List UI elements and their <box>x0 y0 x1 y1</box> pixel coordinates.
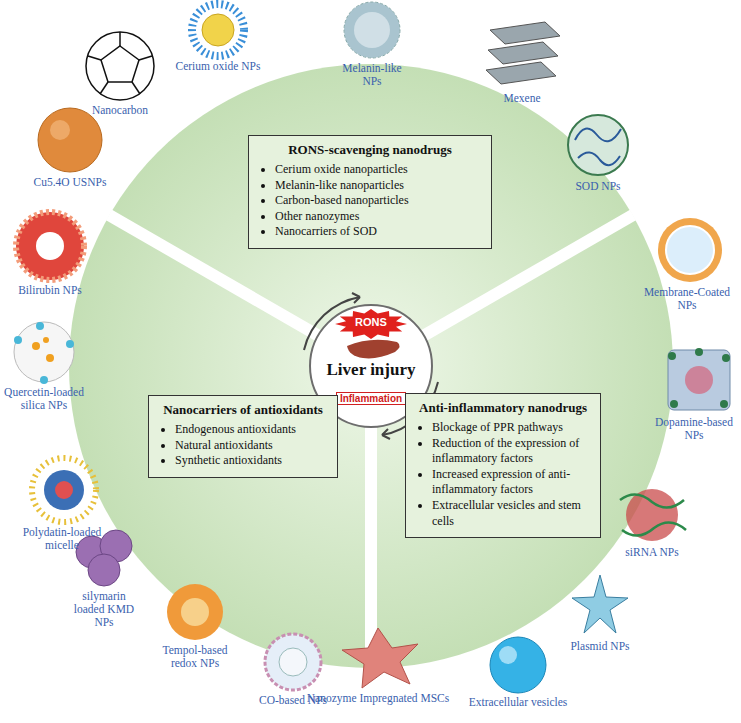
item-label: Mexene <box>503 92 540 105</box>
bullet-item: Extracellular vesicles and stem cells <box>432 498 592 529</box>
item-label: siRNA NPs <box>625 546 678 559</box>
item-label: Polydatin-loaded micelle <box>20 526 104 552</box>
bullet-item: Nanocarriers of SOD <box>275 224 483 240</box>
bullet-item: Increased expression of anti-inflammator… <box>432 467 592 498</box>
item-label: Nanozyme Impregnated MSCs <box>307 692 449 705</box>
bullet-list: Cerium oxide nanoparticlesMelanin-like n… <box>257 162 483 240</box>
item-label: Cerium oxide NPs <box>176 60 261 73</box>
cu-nanoparticle-icon <box>38 108 102 172</box>
bullet-list: Blockage of PPR pathwaysReduction of the… <box>414 420 592 529</box>
quercetin-icon <box>14 322 74 384</box>
cerium-oxide-icon <box>192 4 244 56</box>
box-heading: Nanocarriers of antioxidants <box>157 402 329 418</box>
item-label: Extracellular vesicles <box>469 696 568 709</box>
center-title: Liver injury <box>311 360 431 380</box>
item-label: Tempol-based redox NPs <box>153 644 237 670</box>
bullet-item: Natural antioxidants <box>175 438 329 454</box>
item-label: SOD NPs <box>575 180 620 193</box>
plasmid-icon <box>572 575 628 633</box>
category-box: RONS-scavenging nanodrugsCerium oxide na… <box>248 135 492 249</box>
mxene-icon <box>486 22 560 84</box>
bilirubin-icon <box>16 212 84 280</box>
fullerene-icon <box>86 32 154 100</box>
bullet-list: Endogenous antioxidantsNatural antioxida… <box>157 422 329 469</box>
bullet-item: Synthetic antioxidants <box>175 453 329 469</box>
membrane-coated-icon <box>658 218 722 282</box>
category-box: Anti-inflammatory nanodrugsBlockage of P… <box>405 393 601 538</box>
bullet-item: Other nanozymes <box>275 209 483 225</box>
burst-label: RONS <box>311 316 431 328</box>
bullet-item: Blockage of PPR pathways <box>432 420 592 436</box>
msc-icon <box>342 628 418 688</box>
bullet-item: Endogenous antioxidants <box>175 422 329 438</box>
item-label: Melanin-like NPs <box>337 62 407 88</box>
dopamine-icon <box>668 348 730 410</box>
sod-icon <box>568 115 628 175</box>
sector-dividers <box>109 215 633 670</box>
silymarin-icon <box>76 530 132 586</box>
bullet-item: Carbon-based nanoparticles <box>275 193 483 209</box>
item-label: Cu5.4O USNPs <box>34 176 107 189</box>
item-label: Bilirubin NPs <box>18 284 82 297</box>
item-label: Quercetin-loaded silica NPs <box>4 386 84 412</box>
vesicle-icon <box>490 637 546 693</box>
sirna-icon <box>620 489 686 541</box>
item-label: Nanocarbon <box>92 104 148 117</box>
melanin-icon <box>344 2 400 58</box>
item-label: Plasmid NPs <box>570 640 629 653</box>
item-label: silymarin loaded KMD NPs <box>67 590 141 630</box>
tempol-icon <box>167 584 223 640</box>
box-heading: RONS-scavenging nanodrugs <box>257 142 483 158</box>
category-box: Nanocarriers of antioxidantsEndogenous a… <box>148 395 338 478</box>
bullet-item: Reduction of the expression of inflammat… <box>432 436 592 467</box>
item-label: Membrane-Coated NPs <box>637 286 737 312</box>
item-label: CO-based NPs <box>259 694 327 707</box>
liver-shape <box>347 340 400 359</box>
co-nanoparticle-icon <box>265 634 321 690</box>
bullet-item: Cerium oxide nanoparticles <box>275 162 483 178</box>
box-heading: Anti-inflammatory nanodrugs <box>414 400 592 416</box>
bullet-item: Melanin-like nanoparticles <box>275 178 483 194</box>
inflammation-tag: Inflammation <box>336 392 406 405</box>
item-label: Dopamine-based NPs <box>652 416 736 442</box>
micelle-icon <box>32 458 96 522</box>
